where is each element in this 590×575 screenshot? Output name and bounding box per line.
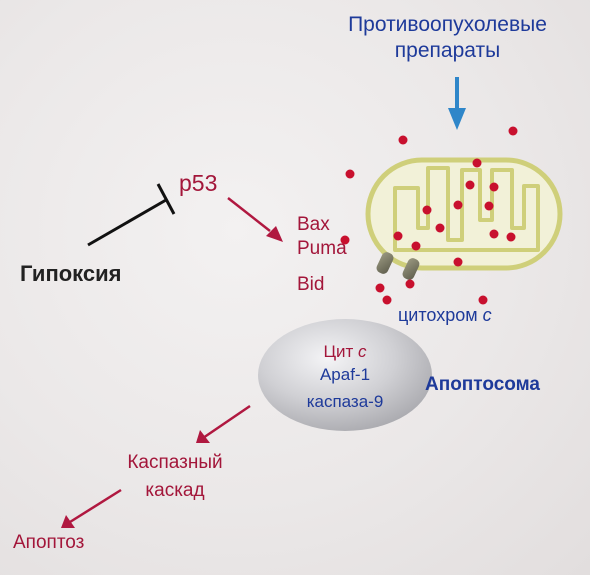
apaf1-label: Apaf-1 bbox=[319, 365, 371, 384]
cascade-to-apoptosis-arrow bbox=[61, 488, 122, 528]
cytochrome-c-prefix: цитохром bbox=[398, 305, 483, 325]
cytochrome-c-dots bbox=[340, 126, 518, 305]
anticancer-drugs-line1: Противоопухолевые bbox=[348, 13, 547, 36]
anticancer-drugs-label: Противоопухолевые препараты bbox=[335, 12, 560, 64]
caspase-cascade-line1: Каспазный bbox=[127, 452, 223, 473]
hypoxia-label: Гипоксия bbox=[20, 261, 122, 286]
p53-label: p53 bbox=[179, 170, 218, 196]
bax-label: Bax bbox=[297, 214, 330, 235]
anticancer-drugs-line2: препараты bbox=[394, 39, 501, 62]
hypoxia-inhibition-line bbox=[87, 183, 176, 247]
apoptosis-label: Апоптоз bbox=[13, 532, 85, 553]
apoptosome-to-cascade-arrow bbox=[196, 404, 251, 443]
cyt-c-italic: c bbox=[358, 342, 367, 361]
caspase9-label: каспаза-9 bbox=[306, 392, 384, 411]
p53-to-bcl2-arrow bbox=[227, 197, 283, 242]
cytochrome-c-italic: c bbox=[482, 305, 492, 325]
cyt-c-label: Цит c bbox=[303, 343, 387, 360]
puma-label: Puma bbox=[297, 238, 347, 259]
membrane-pores bbox=[376, 252, 420, 280]
apoptosome-ellipse bbox=[258, 319, 432, 431]
caspase-cascade-line2: каскад bbox=[145, 480, 205, 501]
bid-label: Bid bbox=[297, 274, 325, 295]
drug-arrow bbox=[448, 77, 466, 130]
apoptosome-label: Апоптосома bbox=[425, 374, 540, 395]
cytochrome-c-label: цитохром c bbox=[398, 306, 492, 324]
cyt-c-prefix: Цит bbox=[323, 342, 359, 361]
mitochondrion bbox=[365, 157, 563, 271]
